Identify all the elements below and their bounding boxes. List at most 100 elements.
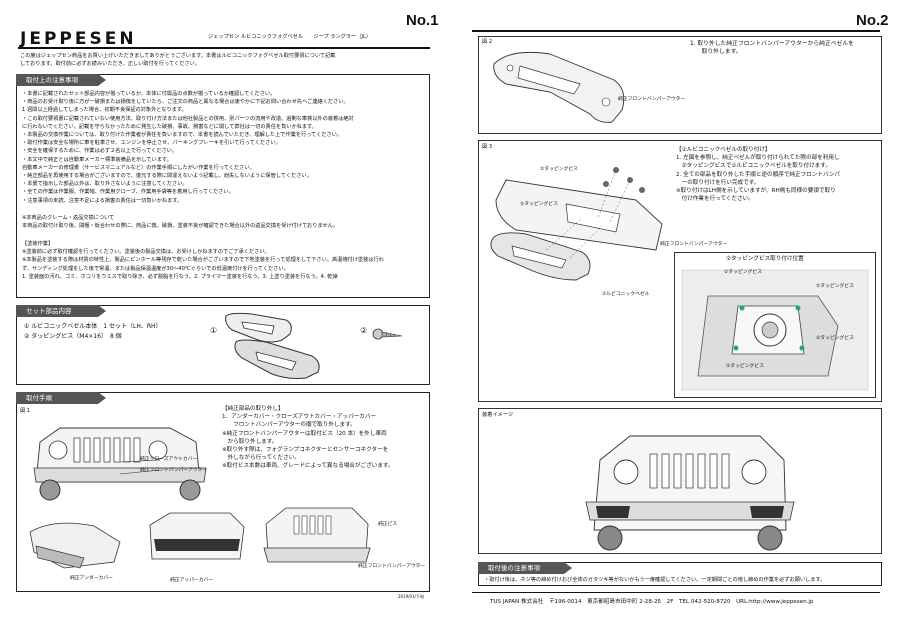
title-rule (18, 47, 430, 49)
bumper-outer-illustration (493, 51, 625, 123)
install-line: 2. 全ての部品を取り外した手順と逆の順序で純正フロントバンパ (676, 171, 841, 178)
bumper-removal-illustration (263, 507, 371, 563)
mounted-jeep-illustration (585, 435, 795, 551)
callout-bezel: ①ルビコニックベゼル (602, 292, 650, 297)
bezel-install-illustration (490, 167, 663, 281)
caution-line: ・安全を確保するために、作業は必ず２名以上で行ってください。 (22, 148, 178, 155)
claim-line: ※本商品のクレーム・返品交換について (22, 215, 115, 221)
fig2-line: 取り外します。 (690, 49, 742, 56)
install-title: 【①ルビコニックベゼルの取り付け】 (676, 147, 771, 153)
claim-line: 本商品の取付け取り後、開梱・仮合わせの際に、商品に傷、破損、塗装不良が確認できた… (22, 223, 338, 230)
brand-logo: JEPPESEN (20, 29, 137, 49)
install-line: 1. 左図を参照し、純正ベゼルが取り付けられてた際の部を利用し (676, 155, 840, 162)
detail-callout-3: ②タッピングビス (816, 336, 854, 341)
paint-notes: 【塗装作業】 ※塗装前に必ず取付確認を行ってください。塗装後の製品交換は、お受け… (22, 240, 384, 281)
step-line: フロントバンパーアウターの順で取り外します。 (222, 422, 356, 429)
under-cover-illustration (29, 522, 121, 569)
page-number: No.1 (406, 12, 439, 29)
figure-2-text: 1. 取り外した純正フロントバンパーアウターから純正ベゼルを 取り外します。 (690, 40, 854, 56)
procedure-section (16, 392, 430, 592)
removal-steps: 【純正部品の取り外し】 1．アンダーカバー・クローズアウトカバー・アッパーカバー… (222, 405, 394, 471)
callout-screw-a: ②タッピングビス (540, 167, 578, 172)
paint-line: 1. 塗装面の汚れ、ゴミ、ホコリをウエスで取り除き、必ず脱脂を行なう。2. プラ… (22, 273, 338, 280)
figure-1-label: 図 1 (20, 408, 31, 414)
after-install-section (478, 562, 882, 586)
product-title: ジェップセン ルビコニックフォグベゼル ジープ ラングラー（JL） (208, 34, 372, 40)
caution-line: ・この取付要領書に記載されていない使用方法、取り付け方法または他社製品との併用、… (22, 115, 354, 122)
detail-callout-2: ②タッピングビス (816, 284, 854, 289)
caution-line: ・商品のお受け取り後に万が一破損または損傷をしていたら、ご注文の商品と異なる場合… (22, 99, 349, 106)
after-install-header: 取付後の注意事項 (478, 562, 572, 574)
part-number-1: ① (210, 326, 218, 335)
set-parts-header: セット部品内容 (16, 305, 106, 317)
detail-callout-1: ②タッピングビス (724, 270, 762, 275)
install-line: ②タッピングビスで①ルビコニックベゼルを取り付けます。 (676, 163, 831, 170)
caution-line: 自動車メーカーの修理書（サービスマニュアルなど）の作業手順にしたがい作業を行って… (22, 164, 255, 171)
detail-callout-4: ②タッピングビス (726, 364, 764, 369)
callout-front-bumper: 純正フロントバンパーアウター (618, 97, 686, 102)
caution-line: ・本書で指示した部品以外は、取り外さないように注意してください。 (22, 181, 188, 188)
upper-cover-illustration (149, 512, 245, 560)
detail-title: ②タッピングビス取り付け位置 (726, 256, 804, 262)
caution-list: ・本書に記載されたセット部品内容が揃っているか、本体に付属品の点数が揃っているか… (22, 90, 354, 205)
after-install-text: ・取付け後は、ネジ等の締め付けおび全体のガタツキ等がないかもう一度確認してくださ… (484, 577, 826, 583)
callout-front-bumper: 純正フロントバンパーアウター (140, 468, 208, 473)
tapping-screw-illustration (372, 328, 403, 340)
intro-line-1: この度はジェップセン商品をお買い上げいただきましてありがとうございます。本書はル… (20, 53, 336, 59)
procedure-header: 取付手順 (16, 392, 106, 404)
page-2: No.2 図 2 純正フロントバンパーアウター 1. 取り外した純正フロントバン… (450, 0, 900, 621)
callout-bumper: 純正フロントバンパーアウター (660, 242, 728, 247)
paint-line: ※塗装前に必ず取付確認を行ってください。塗装後の製品交換は、お受けしかねますので… (22, 249, 270, 256)
caution-line: ・本製品の交換作業については、取り付けた作業者が責任を負いますので、本書を読んで… (22, 132, 343, 139)
bezel-closeup-illustration (681, 269, 869, 391)
step-line: ※純正フロントバンパーアウターは取付ビス（20 本）を外し車両 (222, 430, 387, 437)
page-number: No.2 (856, 12, 889, 29)
install-line: ※取り付けはLH側を示していますが、RH側も同様の要領で取り (676, 188, 836, 195)
caution-line: ・本書に記載されたセット部品内容が揃っているか、本体に付属品の点数が揃っているか… (22, 91, 276, 97)
intro-line-2: しております。取付前に必ずお読みいただき、正しい取付を行ってください。 (20, 61, 200, 67)
callout-front-bumper-2: 純正フロントバンパーアウター (358, 564, 426, 569)
caution-line: ・注意事項の未読、注意不足による損害の責任は一切負いかねます。 (22, 197, 183, 204)
fig2-line: 1. 取り外した純正フロントバンパーアウターから純正ベゼルを (690, 41, 854, 47)
page-1: No.1 JEPPESEN ジェップセン ルビコニックフォグベゼル ジープ ラン… (16, 12, 439, 599)
bezel-parts-illustration (225, 312, 320, 379)
callout-upper-cover: 純正アッパーカバー (170, 578, 214, 583)
caution-line: 1 週間以上経過してしまった場合、初期不良保証の対象外となります。 (22, 107, 187, 114)
set-parts-section (16, 305, 430, 385)
top-rule (472, 30, 880, 32)
caution-line: ・本文中で純正とは自動車メーカー標準装備品を示しています。 (22, 156, 172, 163)
caution-line: に行わないでください。記載を守らなかったために発生した破損、事故、損害などに関し… (22, 123, 317, 130)
step-line: 外しながら行ってください。 (222, 455, 300, 462)
jeep-front-illustration (33, 427, 207, 501)
caution-line: ・純正部品を再使用する場合がございますので、復元する際に間違えないよう記載し、紛… (22, 173, 312, 180)
company-footer: TUS JAPAN 株式会社 〒196-0014 東京都昭島市田中町 2-28-… (490, 599, 814, 605)
claim-notes: ※本商品のクレーム・返品交換について 本商品の取付け取り後、開梱・仮合わせの際に… (22, 214, 338, 230)
step-title: 【純正部品の取り外し】 (222, 406, 284, 412)
callout-close-out-cover: 純正クローズアウトカバー (140, 457, 198, 462)
paint-line: ※本製品を塗装する際は材質の特性上、製品にピンホール等残存で乾いた場合がございま… (22, 257, 384, 264)
step-line: ※取付ビス本数は車両、グレードによって異なる場合がございます。 (222, 463, 394, 470)
caution-line: ・取付作業は安全な場所に車を駐車させ、エンジンを停止させ、パーキングブレーキを引… (22, 140, 281, 147)
install-line: ーの取り付けを行い完成です。 (676, 179, 760, 186)
step-line: 1．アンダーカバー・クローズアウトカバー・アッパーカバー (222, 414, 377, 421)
caution-header: 取付上の注意事項 (16, 74, 106, 86)
callout-under-cover: 純正アンダーカバー (70, 576, 113, 581)
paint-title: 【塗装作業】 (22, 241, 54, 247)
callout-screws: 純正ビス (378, 522, 398, 527)
step-line: から取り外します。 (222, 438, 278, 445)
install-steps: 【①ルビコニックベゼルの取り付け】 1. 左図を参照し、純正ベゼルが取り付けられ… (676, 146, 840, 203)
set-item-2: ② タッピングビス（M4×16） 8 個 (24, 333, 122, 340)
caution-section (16, 74, 430, 298)
document-date: 2019/01/下旬 (398, 594, 424, 599)
step-line: ※取り外す際は、フォグランプコネクターとセンサーコネクターを (222, 447, 389, 454)
callout-screw-b: ②タッピングビス (520, 202, 558, 207)
mount-image-label: 装着イメージ (482, 412, 514, 418)
caution-line: ・全ての作業は作業服、作業帽、作業用グローブ、作業用手袋等を着用し行ってください… (22, 189, 234, 196)
set-item-1: ① ルビコニックベゼル本体 1 セット（LH、RH） (24, 323, 162, 330)
install-line: 付け作業を行ってください。 (676, 196, 754, 203)
figure-3-label: 図 3 (482, 144, 493, 150)
paint-line: ず、サンディング処理をした後で常温、または製品保温温度が30〜40℃ぐらいでの低… (22, 265, 289, 272)
part-number-2: ② (360, 326, 368, 335)
figure-2-label: 図 2 (482, 39, 493, 45)
footer-rule (472, 592, 880, 593)
